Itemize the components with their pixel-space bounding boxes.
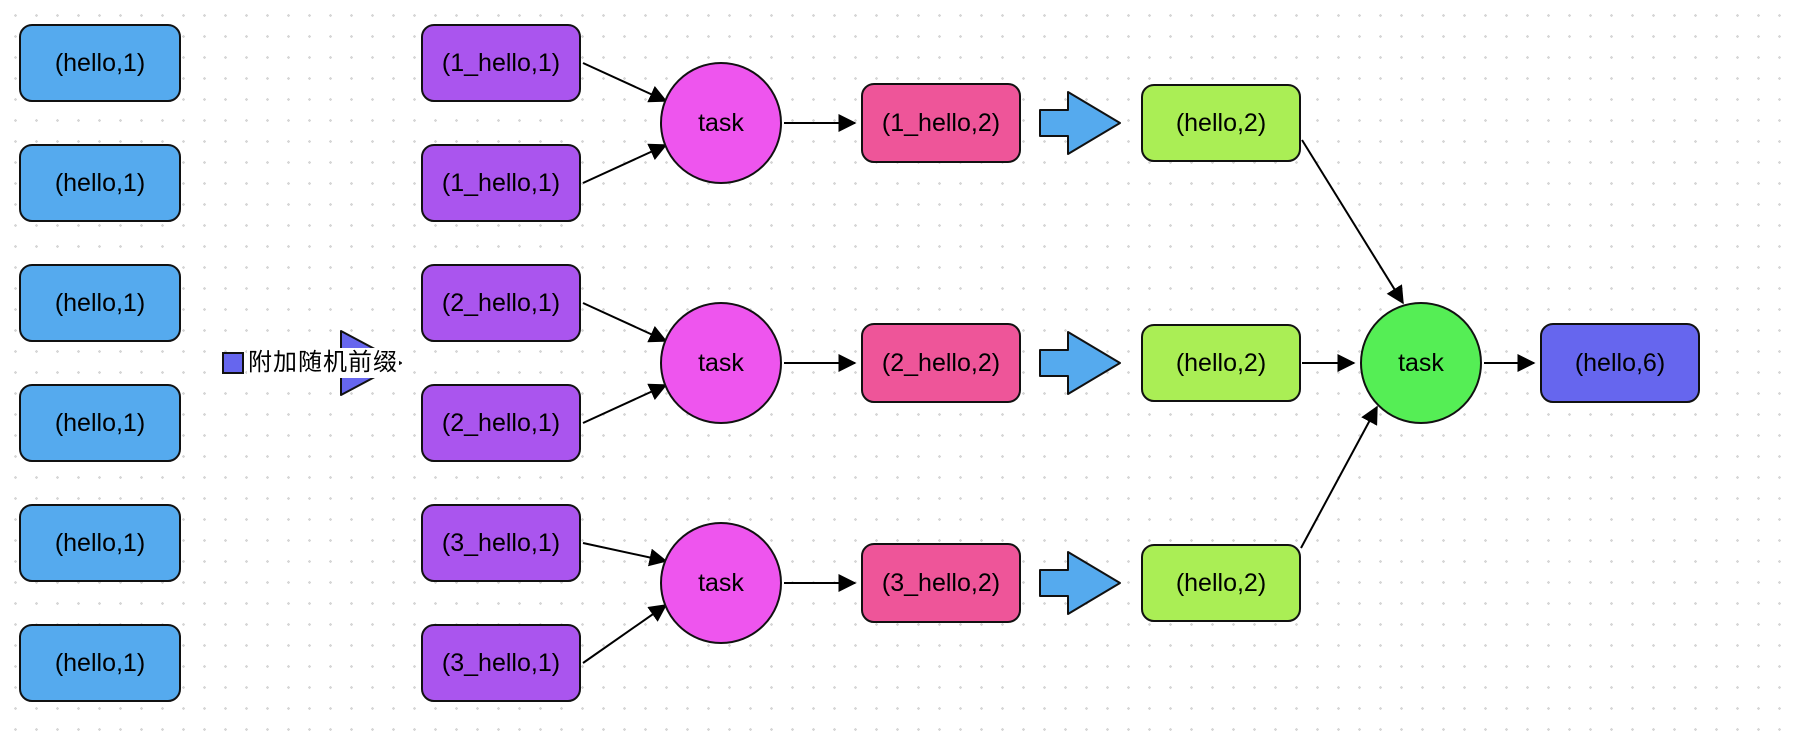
prefixed-box[interactable]: (1_hello,1) — [421, 144, 581, 222]
map-task-circle[interactable]: task — [660, 62, 782, 184]
input-box[interactable]: (hello,1) — [19, 624, 181, 702]
flow-arrow-icon — [1039, 551, 1121, 615]
edge-arrow — [582, 302, 668, 343]
mapped-box[interactable]: (2_hello,2) — [861, 323, 1021, 403]
prefix-label-text: 附加随机前缀 — [247, 348, 399, 378]
prefixed-box[interactable]: (2_hello,1) — [421, 384, 581, 462]
input-box[interactable]: (hello,1) — [19, 264, 181, 342]
edge-arrow — [582, 383, 668, 424]
edge-arrow — [582, 542, 668, 567]
edge-arrow — [582, 604, 668, 664]
input-box[interactable]: (hello,1) — [19, 384, 181, 462]
input-box[interactable]: (hello,1) — [19, 504, 181, 582]
edge-arrow — [1301, 139, 1404, 305]
combined-box[interactable]: (hello,2) — [1141, 324, 1301, 402]
prefixed-box[interactable]: (3_hello,1) — [421, 624, 581, 702]
combined-box[interactable]: (hello,2) — [1141, 544, 1301, 622]
flow-arrow-icon — [1039, 91, 1121, 155]
prefixed-box[interactable]: (3_hello,1) — [421, 504, 581, 582]
combined-box[interactable]: (hello,2) — [1141, 84, 1301, 162]
input-box[interactable]: (hello,1) — [19, 144, 181, 222]
prefix-marker-square-icon — [222, 352, 244, 374]
reduce-task-circle[interactable]: task — [1360, 302, 1482, 424]
map-task-circle[interactable]: task — [660, 522, 782, 644]
input-box[interactable]: (hello,1) — [19, 24, 181, 102]
mapped-box[interactable]: (1_hello,2) — [861, 83, 1021, 163]
mapped-box[interactable]: (3_hello,2) — [861, 543, 1021, 623]
prefixed-box[interactable]: (1_hello,1) — [421, 24, 581, 102]
edge-arrow — [1300, 405, 1378, 549]
result-box[interactable]: (hello,6) — [1540, 323, 1700, 403]
edge-arrow — [582, 62, 668, 103]
prefixed-box[interactable]: (2_hello,1) — [421, 264, 581, 342]
map-task-circle[interactable]: task — [660, 302, 782, 424]
prefix-label[interactable]: 附加随机前缀 — [222, 348, 399, 378]
flow-arrow-icon — [1039, 331, 1121, 395]
edge-arrow — [582, 143, 668, 184]
